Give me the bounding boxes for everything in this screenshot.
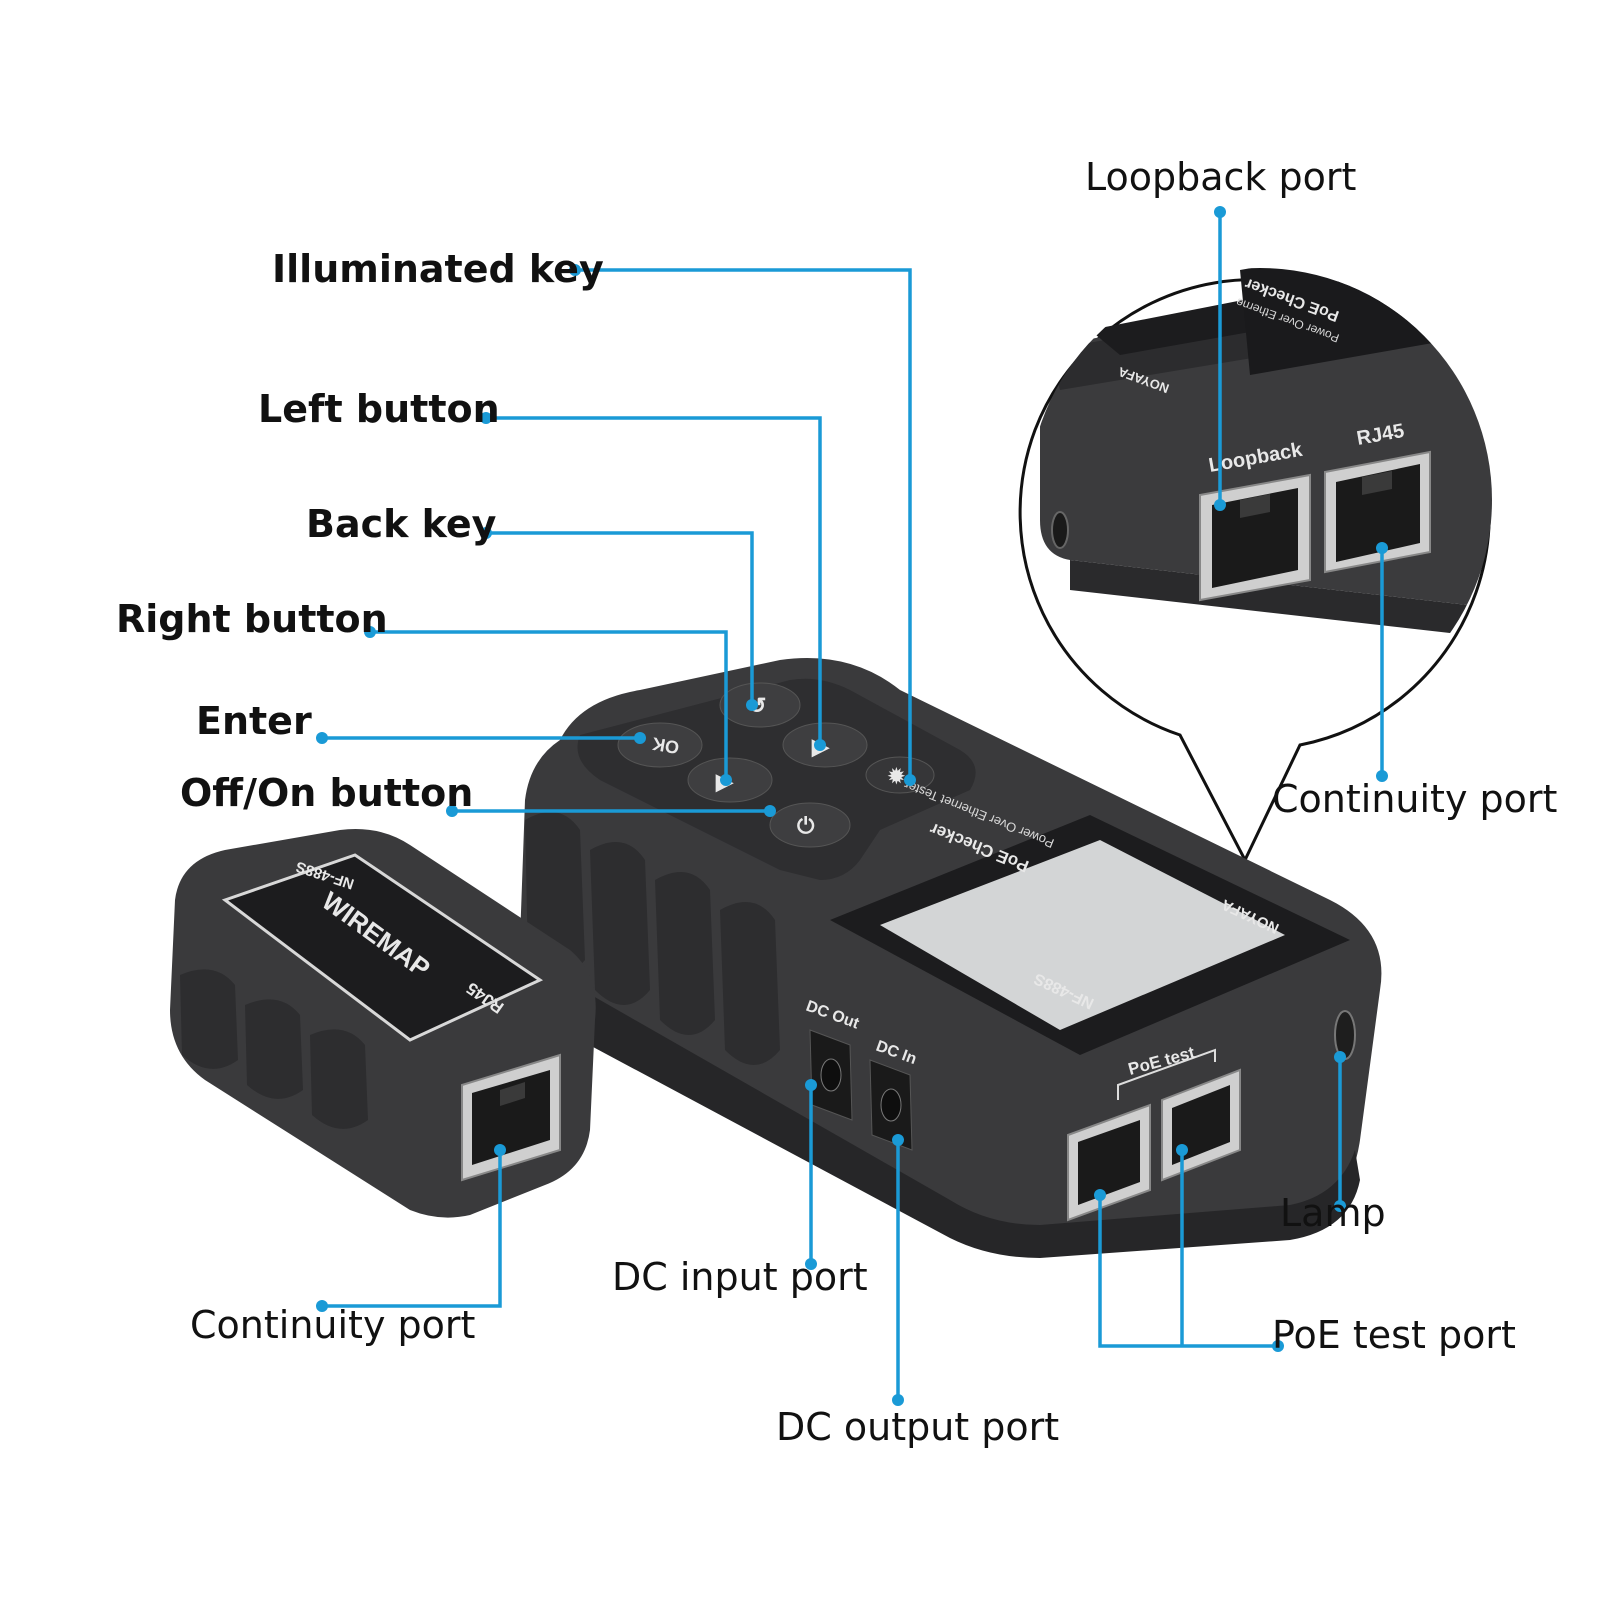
remote-label-plate bbox=[221, 853, 544, 1042]
zoom-bubble: Power Over Etherne PoE Checker NOYAFA Lo… bbox=[1018, 268, 1492, 864]
lightbulb-icon: ✹ bbox=[887, 766, 906, 788]
callout-enter: Enter bbox=[196, 699, 312, 743]
callout-left-button: Left button bbox=[258, 387, 500, 431]
leader-dot bbox=[904, 774, 916, 786]
dc-out-jack bbox=[809, 1029, 853, 1121]
callout-continuity-port-main: Continuity port bbox=[1272, 777, 1557, 821]
leader-dot bbox=[364, 626, 376, 638]
remote-unit: NF-488S WIREMAP RJ45 bbox=[170, 829, 596, 1218]
callout-off-on-button: Off/On button bbox=[180, 771, 473, 815]
back-key[interactable] bbox=[719, 682, 801, 728]
leader-dot bbox=[764, 805, 776, 817]
leader-dot bbox=[746, 699, 758, 711]
leader-continuity-remote bbox=[322, 1150, 502, 1308]
dc-in-jack bbox=[869, 1059, 913, 1151]
callout-poe-test-port: PoE test port bbox=[1272, 1313, 1516, 1357]
leader-dot bbox=[480, 527, 492, 539]
zoom-lamp-jack bbox=[1051, 511, 1069, 549]
illuminated-key[interactable] bbox=[865, 756, 935, 794]
leader-dot bbox=[316, 732, 328, 744]
main-tester: ↺ OK ▶ ▶ ⏻ ✹ PoE Checker Power Over Ethe… bbox=[520, 658, 1382, 1258]
callout-lamp: Lamp bbox=[1280, 1191, 1386, 1235]
leader-dot bbox=[480, 412, 492, 424]
leader-dot bbox=[892, 1134, 904, 1146]
leader-dot bbox=[1214, 206, 1226, 218]
enter-key-label: OK bbox=[651, 733, 681, 757]
zoom-rj45-port bbox=[1324, 450, 1431, 574]
leader-dot bbox=[1176, 1144, 1188, 1156]
leader-left-button bbox=[486, 416, 822, 745]
leader-dot bbox=[720, 774, 732, 786]
leader-dot bbox=[1334, 1200, 1346, 1212]
leader-dot bbox=[814, 739, 826, 751]
leader-dots bbox=[316, 206, 1388, 1406]
callout-illuminated-key: Illuminated key bbox=[272, 247, 604, 291]
leader-illuminated-key bbox=[575, 268, 912, 780]
leader-dot bbox=[634, 732, 646, 744]
leader-dot bbox=[805, 1079, 817, 1091]
callout-dc-input-port: DC input port bbox=[612, 1255, 868, 1299]
callout-dc-output-port: DC output port bbox=[776, 1405, 1059, 1449]
leader-dot bbox=[1272, 1340, 1284, 1352]
leader-dot bbox=[805, 1258, 817, 1270]
leader-poe-test bbox=[1098, 1195, 1278, 1348]
off-on-button[interactable] bbox=[769, 802, 851, 848]
power-icon: ⏻ bbox=[797, 813, 815, 838]
leader-right-button bbox=[370, 630, 728, 780]
leader-dot bbox=[494, 1144, 506, 1156]
leader-dot bbox=[316, 1300, 328, 1312]
lcd-screen bbox=[880, 840, 1285, 1030]
leader-dot bbox=[1334, 1051, 1346, 1063]
leader-dot bbox=[569, 264, 581, 276]
leader-dot bbox=[446, 805, 458, 817]
leader-back-key bbox=[486, 531, 754, 705]
leader-lines bbox=[322, 212, 1384, 1400]
leader-dot bbox=[1214, 499, 1226, 511]
poe-port-a bbox=[1067, 1103, 1151, 1222]
callout-back-key: Back key bbox=[306, 502, 497, 546]
callout-right-button: Right button bbox=[116, 597, 388, 641]
zoom-loopback-port bbox=[1199, 473, 1311, 602]
poe-bracket bbox=[1117, 1048, 1216, 1100]
remote-rj45-port bbox=[461, 1053, 561, 1182]
remote-grip-ridges bbox=[180, 969, 368, 1129]
leader-dot bbox=[1094, 1189, 1106, 1201]
callout-continuity-port-remote: Continuity port bbox=[190, 1303, 475, 1347]
leader-dot bbox=[892, 1394, 904, 1406]
callout-loopback-port: Loopback port bbox=[1085, 155, 1356, 199]
leader-dot bbox=[1376, 770, 1388, 782]
leader-dot bbox=[1376, 542, 1388, 554]
